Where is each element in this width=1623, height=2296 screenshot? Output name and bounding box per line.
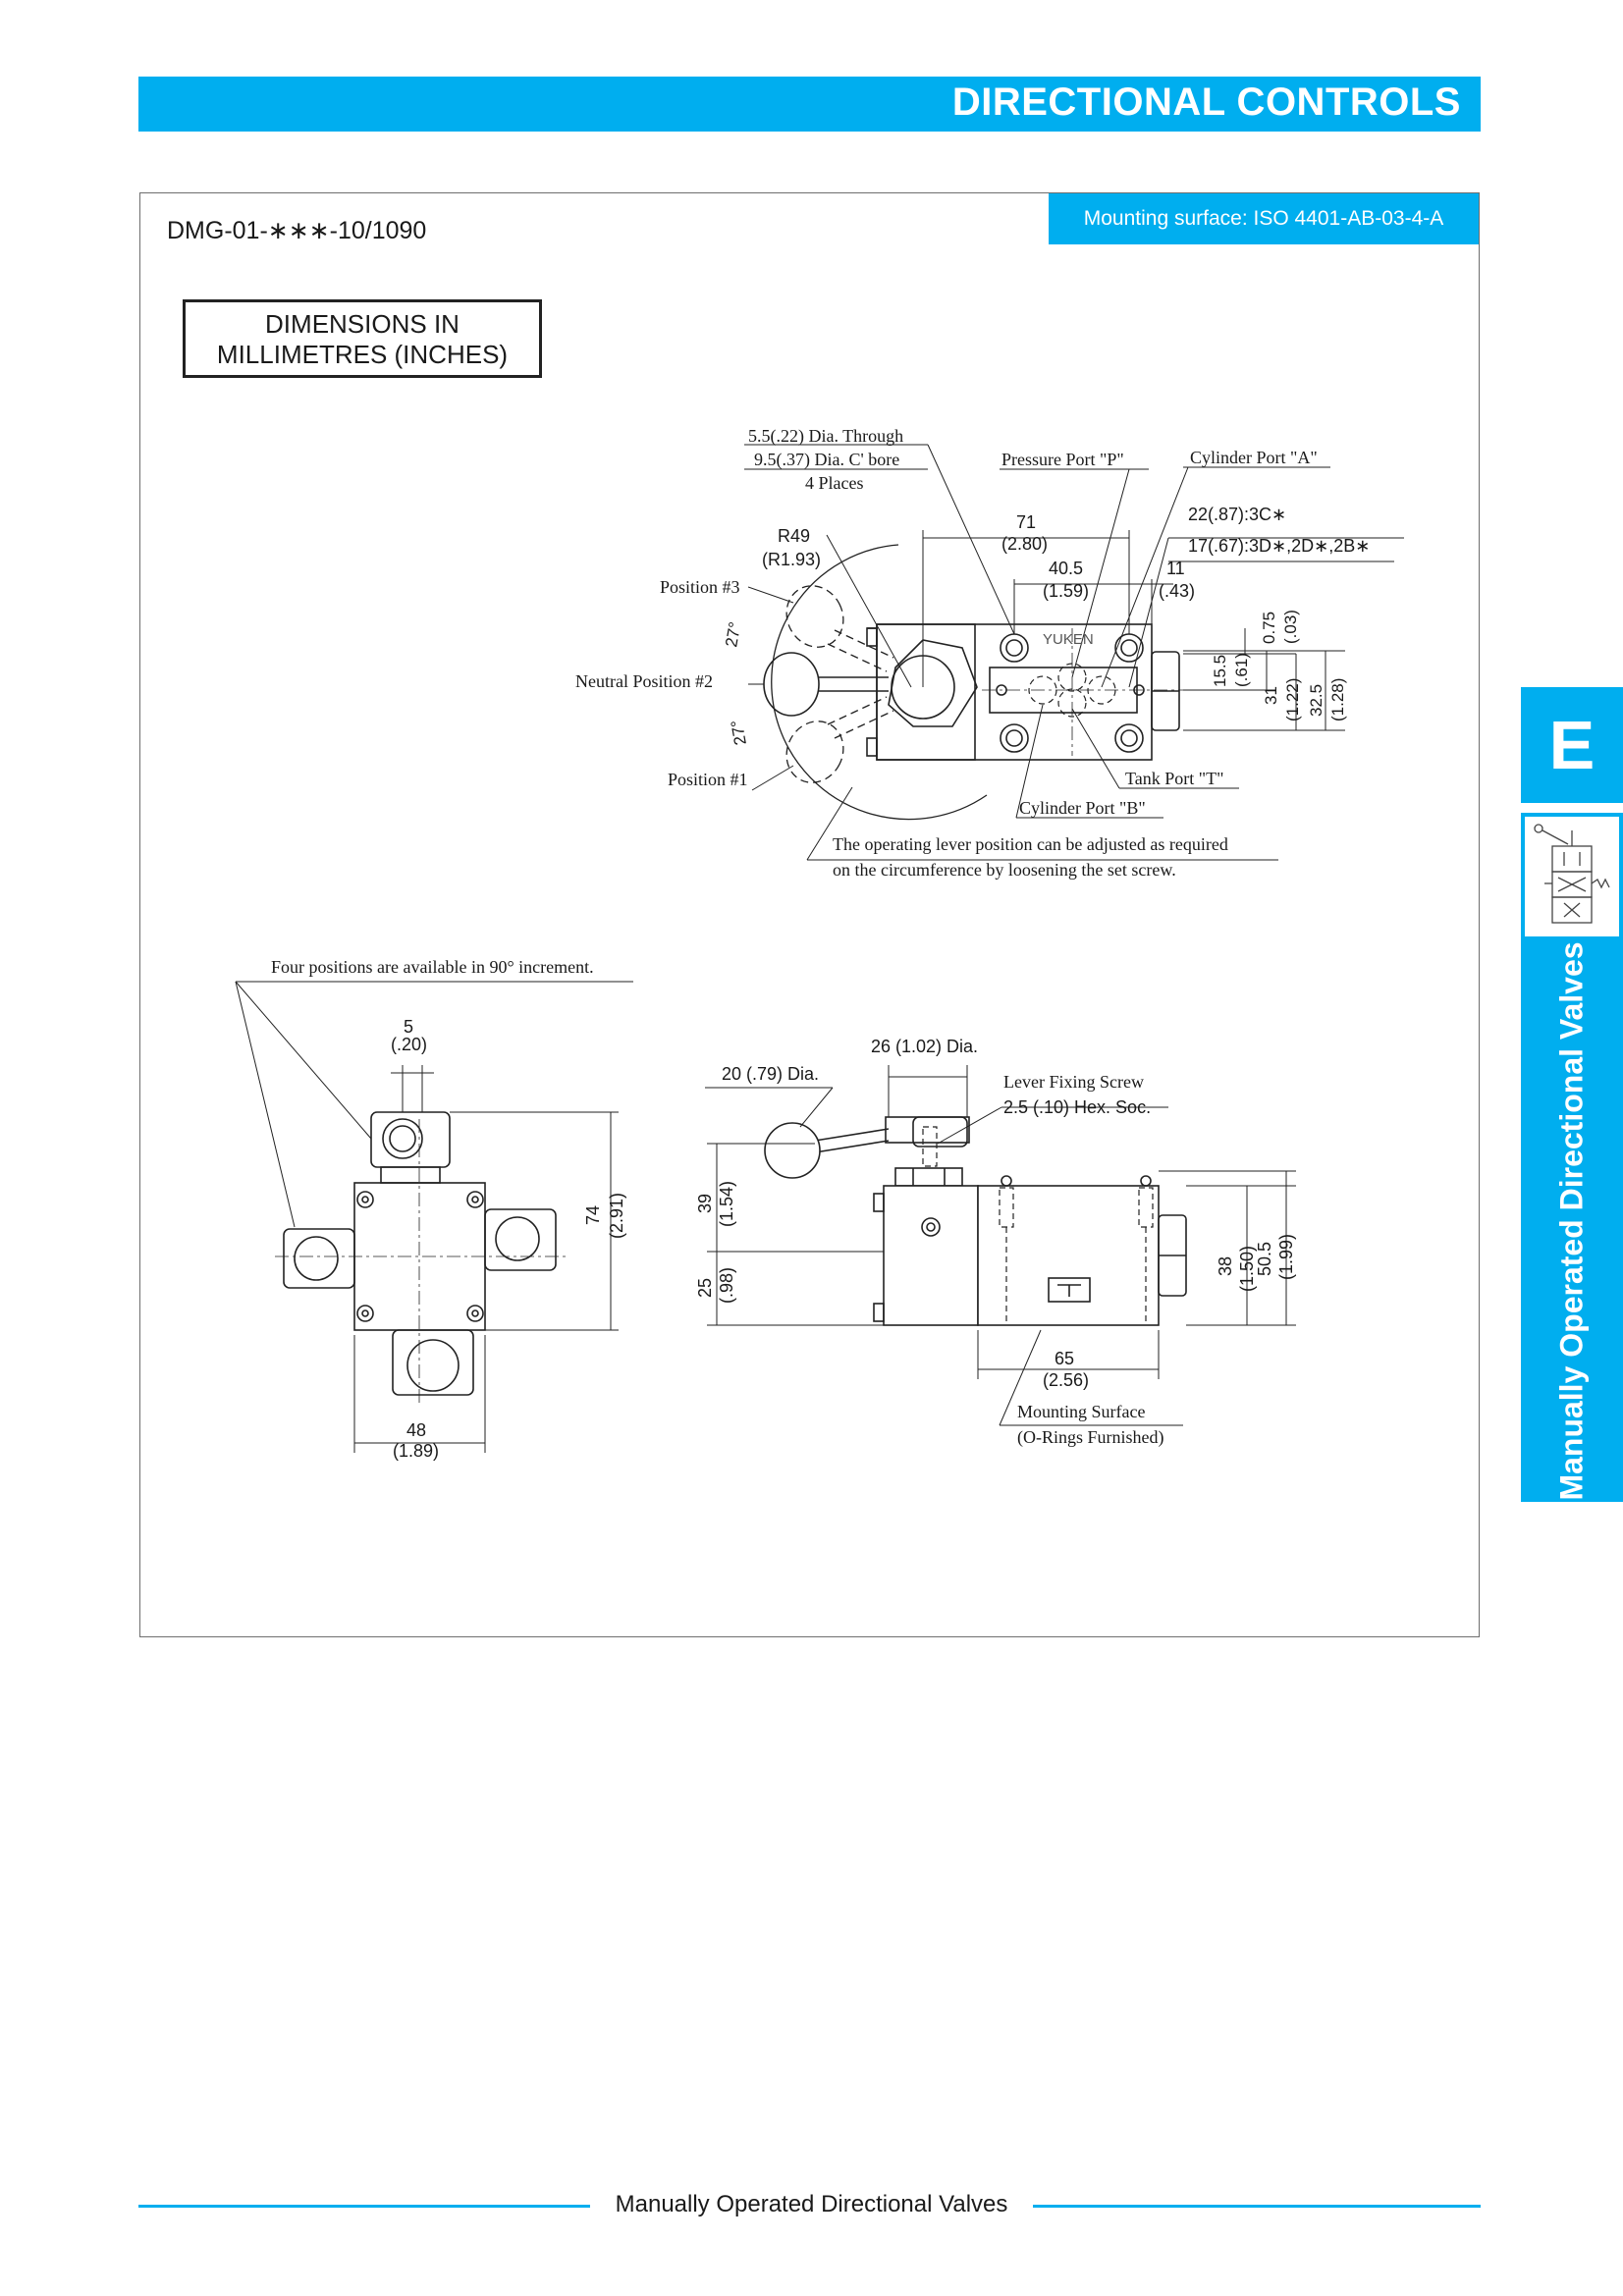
dim-26: 26 (1.02) Dia. <box>871 1037 978 1056</box>
units-box: DIMENSIONS IN MILLIMETRES (INCHES) <box>183 299 542 378</box>
units-line-2: MILLIMETRES (INCHES) <box>216 340 509 369</box>
mounting-surface-tag: Mounting surface: ISO 4401-AB-03-4-A <box>1049 193 1479 244</box>
dim-20: 20 (.79) Dia. <box>722 1064 819 1084</box>
header-bar: DIRECTIONAL CONTROLS <box>138 77 1481 132</box>
footer-label: Manually Operated Directional Valves <box>601 2191 1022 2217</box>
dim-22: 22(.87):3C∗ <box>1188 505 1286 524</box>
position-1-label: Position #1 <box>668 770 748 789</box>
dim-50-5: 50.5 <box>1255 1242 1274 1276</box>
section-label-band: Manually Operated Directional Valves <box>1521 940 1623 1502</box>
dim-65-inch: (2.56) <box>1043 1370 1089 1390</box>
footer: Manually Operated Directional Valves <box>0 2191 1623 2218</box>
dim-15-5-inch: (.61) <box>1232 653 1251 687</box>
units-line-1: DIMENSIONS IN <box>265 309 460 339</box>
dim-32-5-inch: (1.28) <box>1328 678 1347 721</box>
dim-48-inch: (1.89) <box>393 1441 439 1461</box>
page-title: DIRECTIONAL CONTROLS <box>951 80 1461 124</box>
footer-rule-right <box>1033 2205 1481 2208</box>
hole-note-2: 9.5(.37) Dia. C' bore <box>754 450 899 470</box>
end-view-body <box>275 1111 569 1404</box>
dim-39: 39 <box>695 1194 715 1213</box>
dim-31-inch: (1.22) <box>1283 678 1302 721</box>
dim-15-5: 15.5 <box>1211 655 1229 687</box>
mounting-surface-label: Mounting Surface <box>1017 1402 1145 1421</box>
dim-0-75: 0.75 <box>1260 612 1278 644</box>
drawing-frame <box>139 192 1480 1637</box>
section-letter: E <box>1521 687 1623 803</box>
dim-31: 31 <box>1262 686 1280 705</box>
side-view-body <box>764 1116 1187 1326</box>
hole-note-3: 4 Places <box>805 473 863 493</box>
angle-lower-label: 27° <box>728 719 750 747</box>
dim-5-inch: (.20) <box>391 1035 427 1054</box>
dim-50-5-inch: (1.99) <box>1276 1234 1296 1280</box>
cylinder-port-b-label: Cylinder Port "B" <box>1019 798 1146 818</box>
o-rings-label: (O-Rings Furnished) <box>1017 1427 1164 1448</box>
lever-note-2: on the circumference by loosening the se… <box>833 860 1176 880</box>
dim-74: 74 <box>583 1205 603 1225</box>
lever-screw-2: 2.5 (.10) Hex. Soc. <box>1003 1097 1151 1117</box>
dim-0-75-inch: (.03) <box>1281 610 1300 644</box>
positions-note: Four positions are available in 90° incr… <box>271 957 594 977</box>
dim-39-inch: (1.54) <box>717 1181 736 1227</box>
lever-note-1: The operating lever position can be adju… <box>833 834 1228 854</box>
side-view-dimensions <box>705 1065 1296 1426</box>
top-view-dimensions <box>744 444 1404 861</box>
radius-label: R49 <box>778 526 810 546</box>
dim-71: 71 <box>1016 512 1036 532</box>
dim-17: 17(.67):3D∗,2D∗,2B∗ <box>1188 536 1370 556</box>
dim-40-5-inch: (1.59) <box>1043 581 1089 601</box>
dim-48: 48 <box>406 1420 426 1440</box>
dim-11: 11 <box>1166 559 1185 578</box>
dim-25-inch: (.98) <box>717 1267 736 1304</box>
radius-inch-label: (R1.93) <box>762 550 821 569</box>
section-label: Manually Operated Directional Valves <box>1553 941 1590 1501</box>
end-view-dimensions <box>235 981 633 1453</box>
dim-25: 25 <box>695 1278 715 1298</box>
angle-upper-label: 27° <box>722 620 744 649</box>
dim-38-inch: (1.50) <box>1237 1246 1257 1292</box>
dim-71-inch: (2.80) <box>1001 534 1048 554</box>
dim-38: 38 <box>1216 1256 1235 1276</box>
valve-symbol-icon <box>1521 813 1623 940</box>
lever-screw-1: Lever Fixing Screw <box>1003 1072 1144 1092</box>
dim-40-5: 40.5 <box>1049 559 1083 578</box>
dim-74-inch: (2.91) <box>607 1193 626 1239</box>
neutral-position-label: Neutral Position #2 <box>575 671 713 691</box>
hole-note-1: 5.5(.22) Dia. Through <box>748 426 903 447</box>
footer-rule-left <box>138 2205 590 2208</box>
dim-32-5: 32.5 <box>1307 684 1325 717</box>
brand-mark: YUKEN <box>1043 631 1094 648</box>
cylinder-port-a-label: Cylinder Port "A" <box>1190 448 1318 467</box>
dim-5: 5 <box>404 1017 413 1037</box>
dim-11-inch: (.43) <box>1159 581 1195 601</box>
model-code: DMG-01-∗∗∗-10/1090 <box>167 217 427 244</box>
tank-port-label: Tank Port "T" <box>1125 769 1223 788</box>
pressure-port-label: Pressure Port "P" <box>1001 450 1124 469</box>
top-view-body <box>763 544 1237 821</box>
dim-65: 65 <box>1055 1349 1074 1368</box>
position-3-label: Position #3 <box>660 577 740 597</box>
section-tab: E <box>1521 687 1623 1502</box>
